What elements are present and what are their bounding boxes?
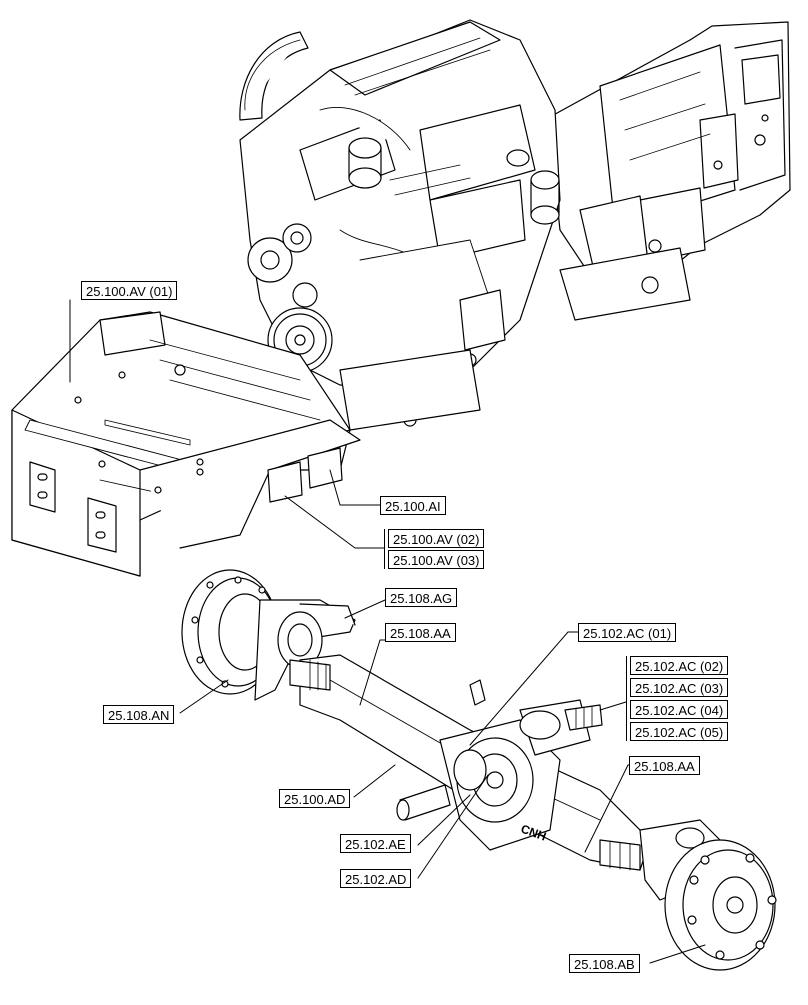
- callout-25-102-ae: 25.102.AE: [340, 834, 411, 853]
- leader-ab: [649, 944, 706, 964]
- leader-ad100: [353, 764, 396, 798]
- front-support-frame: [11, 311, 361, 577]
- callout-25-102-ac-03: 25.102.AC (03): [630, 678, 729, 697]
- callout-25-100-av-01: 25.100.AV (01): [81, 281, 178, 300]
- leader-av02: [284, 495, 385, 549]
- callout-25-102-ad: 25.102.AD: [340, 869, 412, 888]
- callout-25-108-ag: 25.108.AG: [385, 588, 458, 607]
- callout-25-102-ac-05: 25.102.AC (05): [630, 722, 729, 741]
- callout-25-108-aa-left: 25.108.AA: [385, 623, 456, 642]
- callout-25-108-an: 25.108.AN: [103, 705, 175, 724]
- leader-ai: [329, 469, 381, 506]
- leader-ac01: [469, 631, 579, 746]
- transmission-housing: [547, 21, 791, 321]
- callout-25-100-av-03: 25.100.AV (03): [388, 550, 485, 569]
- engine-block: [239, 19, 561, 431]
- callout-bracket-ac: [626, 656, 627, 741]
- callout-25-100-ad: 25.100.AD: [279, 789, 351, 808]
- leader-aa-left: [359, 639, 386, 706]
- callout-25-102-ac-01: 25.102.AC (01): [578, 623, 677, 642]
- leader-an: [179, 679, 229, 714]
- leader-ae: [417, 794, 471, 846]
- callout-25-108-ab: 25.108.AB: [569, 954, 640, 973]
- leader-ac02: [599, 701, 627, 711]
- callout-25-102-ac-04: 25.102.AC (04): [630, 700, 729, 719]
- callout-25-100-av-02: 25.100.AV (02): [388, 529, 485, 548]
- callout-25-100-ai: 25.100.AI: [380, 496, 446, 515]
- callout-bracket-av: [384, 529, 385, 569]
- front-axle-assembly: CNH: [181, 569, 777, 971]
- callout-25-108-aa-right: 25.108.AA: [629, 756, 700, 775]
- leader-ad102: [417, 774, 489, 879]
- callout-25-102-ac-02: 25.102.AC (02): [630, 656, 729, 675]
- leader-lines: [69, 299, 706, 964]
- leader-ag: [344, 599, 386, 619]
